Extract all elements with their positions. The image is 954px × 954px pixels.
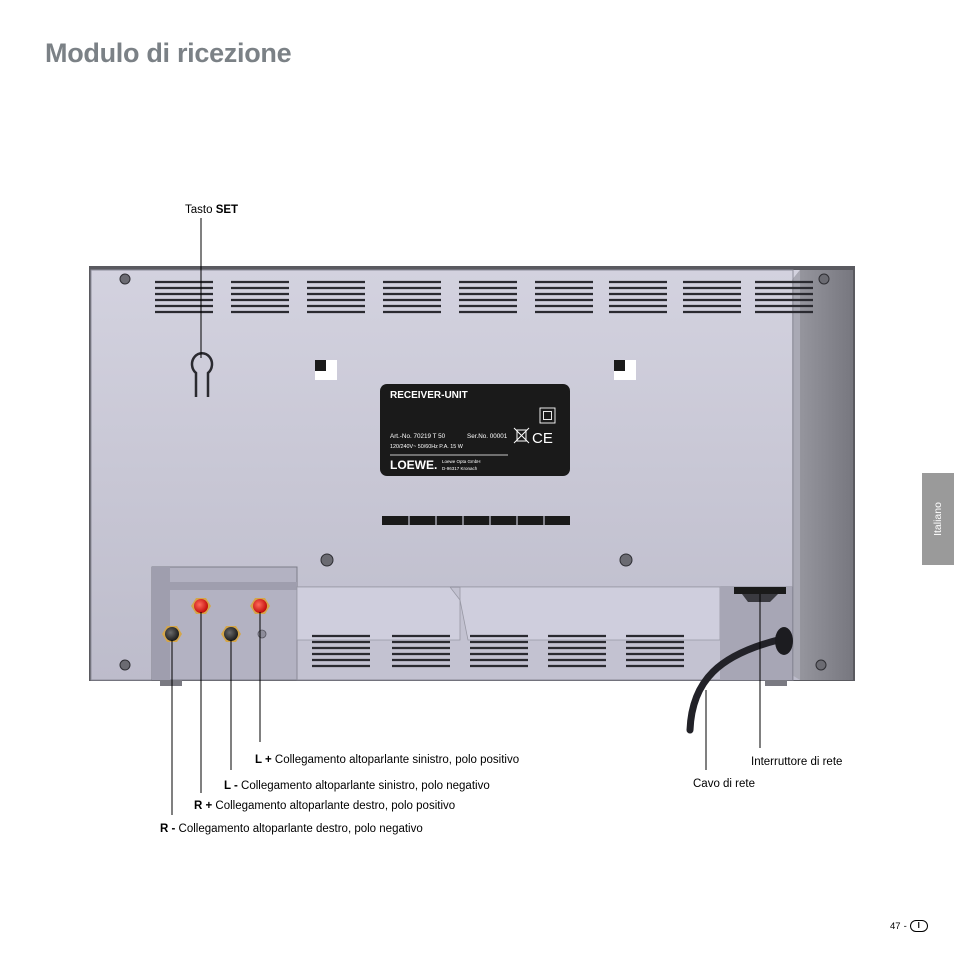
label-maker-2: D-96317 Kronach bbox=[442, 466, 478, 471]
language-side-tab: Italiano bbox=[922, 473, 954, 565]
speaker-terminals bbox=[162, 598, 270, 642]
type-label: RECEIVER-UNIT Art.-No. 70219 T 50 Ser.No… bbox=[380, 384, 570, 476]
label-ser-no: Ser.No. 00001 bbox=[467, 433, 508, 440]
label-heading: RECEIVER-UNIT bbox=[390, 390, 468, 401]
label-power: 120/240V~ 50/60Hz P.A. 15 W bbox=[390, 444, 464, 450]
callout-r-minus: R - Collegamento altoparlante destro, po… bbox=[160, 823, 423, 835]
page-title: Modulo di ricezione bbox=[45, 38, 292, 68]
page-footer: 47 - I bbox=[890, 920, 928, 932]
terminal-r-plus bbox=[191, 598, 211, 614]
page-number: 47 bbox=[890, 920, 901, 932]
callout-set-button: Tasto SET bbox=[185, 204, 239, 216]
callout-power-switch: Interruttore di rete bbox=[751, 756, 843, 768]
leader-lines bbox=[171, 218, 761, 815]
bottom-vents bbox=[312, 634, 686, 668]
double-insulation-icon bbox=[539, 407, 556, 424]
device-feet bbox=[160, 680, 787, 686]
label-maker-1: Loewe Opta GmbH bbox=[442, 459, 481, 464]
label-brand: LOEWE. bbox=[390, 458, 437, 472]
terminal-l-plus bbox=[250, 598, 270, 614]
power-cable-icon bbox=[686, 627, 793, 734]
callout-set-key: SET bbox=[215, 204, 239, 216]
label-art-no: Art.-No. 70219 T 50 bbox=[390, 433, 446, 440]
terminal-l-minus bbox=[221, 626, 241, 642]
ce-mark-icon: CE bbox=[532, 430, 553, 447]
connector-bay bbox=[151, 566, 793, 681]
language-badge: I bbox=[909, 920, 928, 932]
page-separator: - bbox=[903, 920, 907, 932]
middle-slots bbox=[382, 516, 570, 525]
top-vents bbox=[155, 280, 815, 314]
keyhole-icon bbox=[190, 351, 214, 397]
callout-r-plus: R + Collegamento altoparlante destro, po… bbox=[194, 800, 456, 812]
callout-l-plus: L + Collegamento altoparlante sinistro, … bbox=[255, 754, 520, 766]
mounting-notches bbox=[315, 360, 636, 380]
recycle-bin-icon bbox=[513, 427, 530, 444]
terminal-r-minus bbox=[162, 626, 182, 642]
callout-power-cable: Cavo di rete bbox=[693, 778, 756, 790]
callout-l-minus: L - Collegamento altoparlante sinistro, … bbox=[224, 780, 490, 792]
